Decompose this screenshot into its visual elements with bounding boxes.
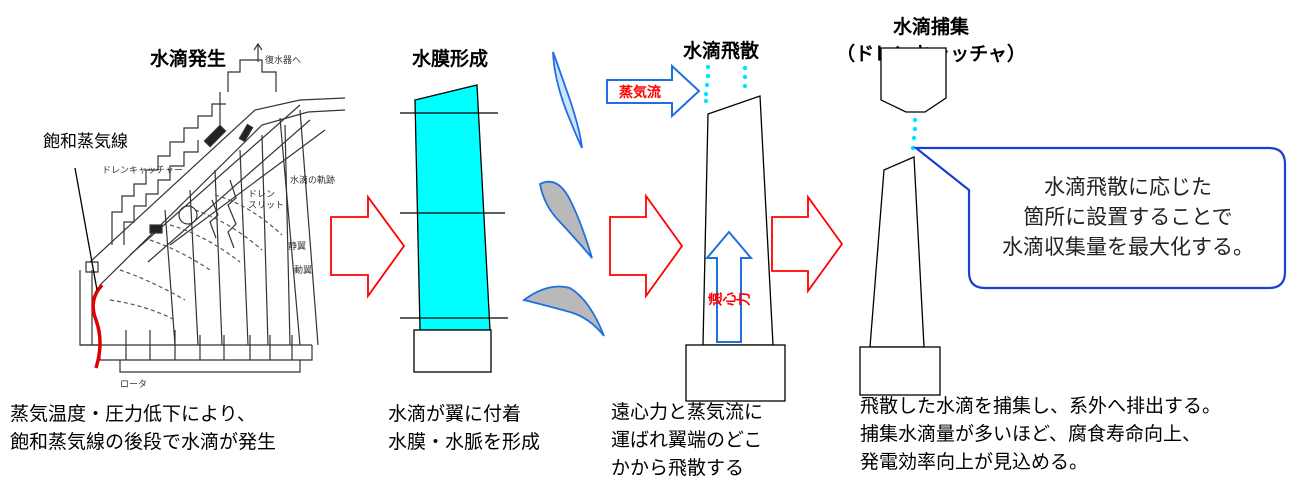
drain-slit-label-2: スリット xyxy=(248,201,285,211)
stage4-caption: 飛散した水滴を捕集し、系外へ排出する。 捕集水滴量が多いほど、腐食寿命向上、 発… xyxy=(860,392,1221,476)
arrow-1-2 xyxy=(330,194,406,299)
saturation-leader-line xyxy=(74,167,98,291)
stage1-title: 水滴発生 xyxy=(150,48,227,70)
stage1-caption-line-2: 飽和蒸気線の後段で水滴が発生 xyxy=(10,431,277,453)
steam-flow-label: 蒸気流 xyxy=(619,84,661,101)
stage4-caption-line-3: 発電効率向上が見込める。 xyxy=(860,451,1089,473)
callout-bubble xyxy=(912,146,1287,290)
stage3-caption-line-2: 運ばれ翼端のどこ xyxy=(611,429,763,451)
arrow-3-4 xyxy=(771,194,844,294)
steam-flow-arrow xyxy=(606,63,701,119)
drain-slit-label-1: ドレン xyxy=(248,190,276,200)
rotor-blade-label: 動翼 xyxy=(294,266,313,276)
stage3-caption-line-3: かから飛散する xyxy=(611,457,745,479)
profile-thin xyxy=(552,51,583,149)
drain-catcher-blade xyxy=(859,47,947,396)
stage4-caption-line-2: 捕集水滴量が多いほど、腐食寿命向上、 xyxy=(860,423,1202,445)
callout-line-2: 箇所に設置することで xyxy=(1023,205,1233,229)
callout-line-3: 水滴収集量を最大化する。 xyxy=(1002,235,1254,259)
stage3-title: 水滴飛散 xyxy=(683,40,760,62)
arrow-2-3 xyxy=(609,193,684,299)
stage2-caption: 水滴が翼に付着 水膜・水脈を形成 xyxy=(388,400,540,456)
stage4-title: 水滴捕集 xyxy=(892,16,969,38)
blade-water-film xyxy=(400,84,508,373)
blade-profiles xyxy=(521,51,605,337)
stage1-caption: 蒸気温度・圧力低下により、 飽和蒸気線の後段で水滴が発生 xyxy=(10,400,276,456)
droplet-path-label: 水滴の軌跡 xyxy=(290,176,336,186)
droplets-stage3 xyxy=(703,64,748,104)
saturation-line xyxy=(91,283,104,369)
stage3-caption: 遠心力と蒸気流に 運ばれ翼端のどこ かから飛散する xyxy=(611,398,763,482)
rotor-label: ロータ xyxy=(120,380,148,390)
stage3-caption-line-1: 遠心力と蒸気流に xyxy=(611,401,764,423)
droplets-stage4 xyxy=(910,117,918,151)
stage-arrows xyxy=(330,193,844,299)
callout-text: 水滴飛散に応じた 箇所に設置することで 水滴収集量を最大化する。 xyxy=(972,172,1284,262)
drain-catcher-label: ドレンキャッチャー xyxy=(102,166,183,176)
condenser-label: 復水器へ xyxy=(265,56,302,66)
centrifugal-force-label: 遠心力 xyxy=(707,292,751,308)
profile-thick xyxy=(521,285,605,337)
centrifugal-force-arrow xyxy=(704,230,754,343)
profile-mid xyxy=(538,180,593,259)
stage4-caption-line-1: 飛散した水滴を捕集し、系外へ排出する。 xyxy=(860,395,1222,417)
stage1-caption-line-1: 蒸気温度・圧力低下により、 xyxy=(10,403,256,425)
turbine-cross-section xyxy=(79,42,346,373)
stage2-caption-line-2: 水膜・水脈を形成 xyxy=(388,431,541,453)
callout-line-1: 水滴飛散に応じた xyxy=(1044,175,1212,199)
stage2-title: 水膜形成 xyxy=(412,48,489,70)
stage2-caption-line-1: 水滴が翼に付着 xyxy=(388,403,522,425)
saturation-line-label: 飽和蒸気線 xyxy=(43,132,128,152)
stator-label: 静翼 xyxy=(288,242,307,252)
